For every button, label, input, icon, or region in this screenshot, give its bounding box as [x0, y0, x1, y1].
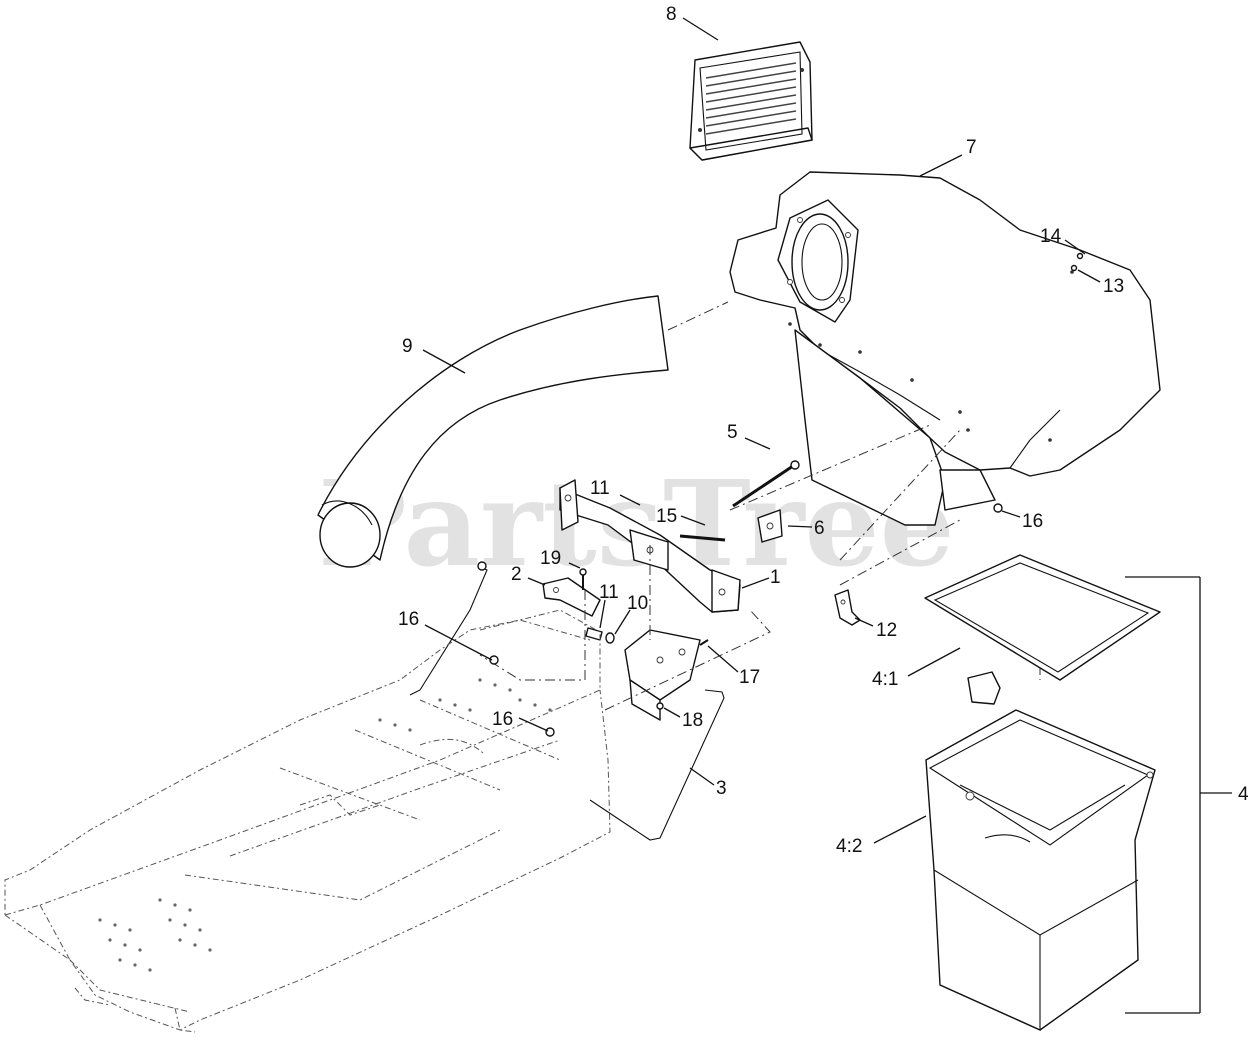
callout-16-lower: 16: [492, 709, 513, 730]
callout-15: 15: [656, 506, 677, 527]
callout-5: 5: [727, 422, 738, 443]
part-13-14-fasteners: [1070, 252, 1084, 272]
callout-17: 17: [739, 667, 760, 688]
callout-11-upper: 11: [590, 478, 610, 499]
callout-6: 6: [814, 518, 825, 539]
callout-16-upper: 16: [398, 609, 419, 630]
callout-19: 19: [540, 548, 561, 569]
callout-12: 12: [876, 620, 897, 641]
callout-labels: 8 7 14 13 9 5 11 15 6 16 19 2 11 10 1 12…: [398, 4, 1249, 857]
part-5-bolt: [732, 460, 800, 508]
part-10-11-hardware: [585, 627, 615, 644]
part-2-bracket: [542, 577, 601, 617]
part-4-bracket: [1125, 576, 1232, 1014]
part-15-pin: [679, 534, 726, 542]
hitch-plate: [624, 629, 709, 721]
part-6-bracket: [757, 509, 783, 543]
part-9-tube: [317, 295, 729, 568]
callout-4-1: 4:1: [872, 669, 898, 690]
callout-4-2: 4:2: [836, 836, 862, 857]
leader-lines: [422, 17, 1101, 844]
mower-frame: [4, 609, 611, 1033]
callout-4: 4: [1238, 784, 1249, 805]
callout-8: 8: [666, 4, 677, 25]
part-12-latch: [834, 589, 861, 626]
callout-3: 3: [716, 778, 727, 799]
part-7-hood: [729, 171, 1161, 526]
part-4-2-basket: [925, 709, 1156, 1031]
part-16-fastener-right: [993, 503, 1003, 513]
callout-16-right: 16: [1022, 511, 1043, 532]
part-3-rod: [409, 561, 725, 841]
part-19-bolt: [579, 568, 587, 590]
callout-1: 1: [770, 567, 781, 588]
callout-2: 2: [511, 564, 522, 585]
part-8-screen: [689, 41, 813, 161]
callout-13: 13: [1103, 276, 1124, 297]
callout-18: 18: [682, 710, 703, 731]
part-4-1-lid-frame: [924, 554, 1161, 705]
callout-9: 9: [402, 336, 413, 357]
callout-7: 7: [966, 137, 977, 158]
callout-11-lower: 11: [599, 582, 619, 603]
callout-14: 14: [1040, 226, 1062, 247]
callout-10: 10: [627, 593, 648, 614]
